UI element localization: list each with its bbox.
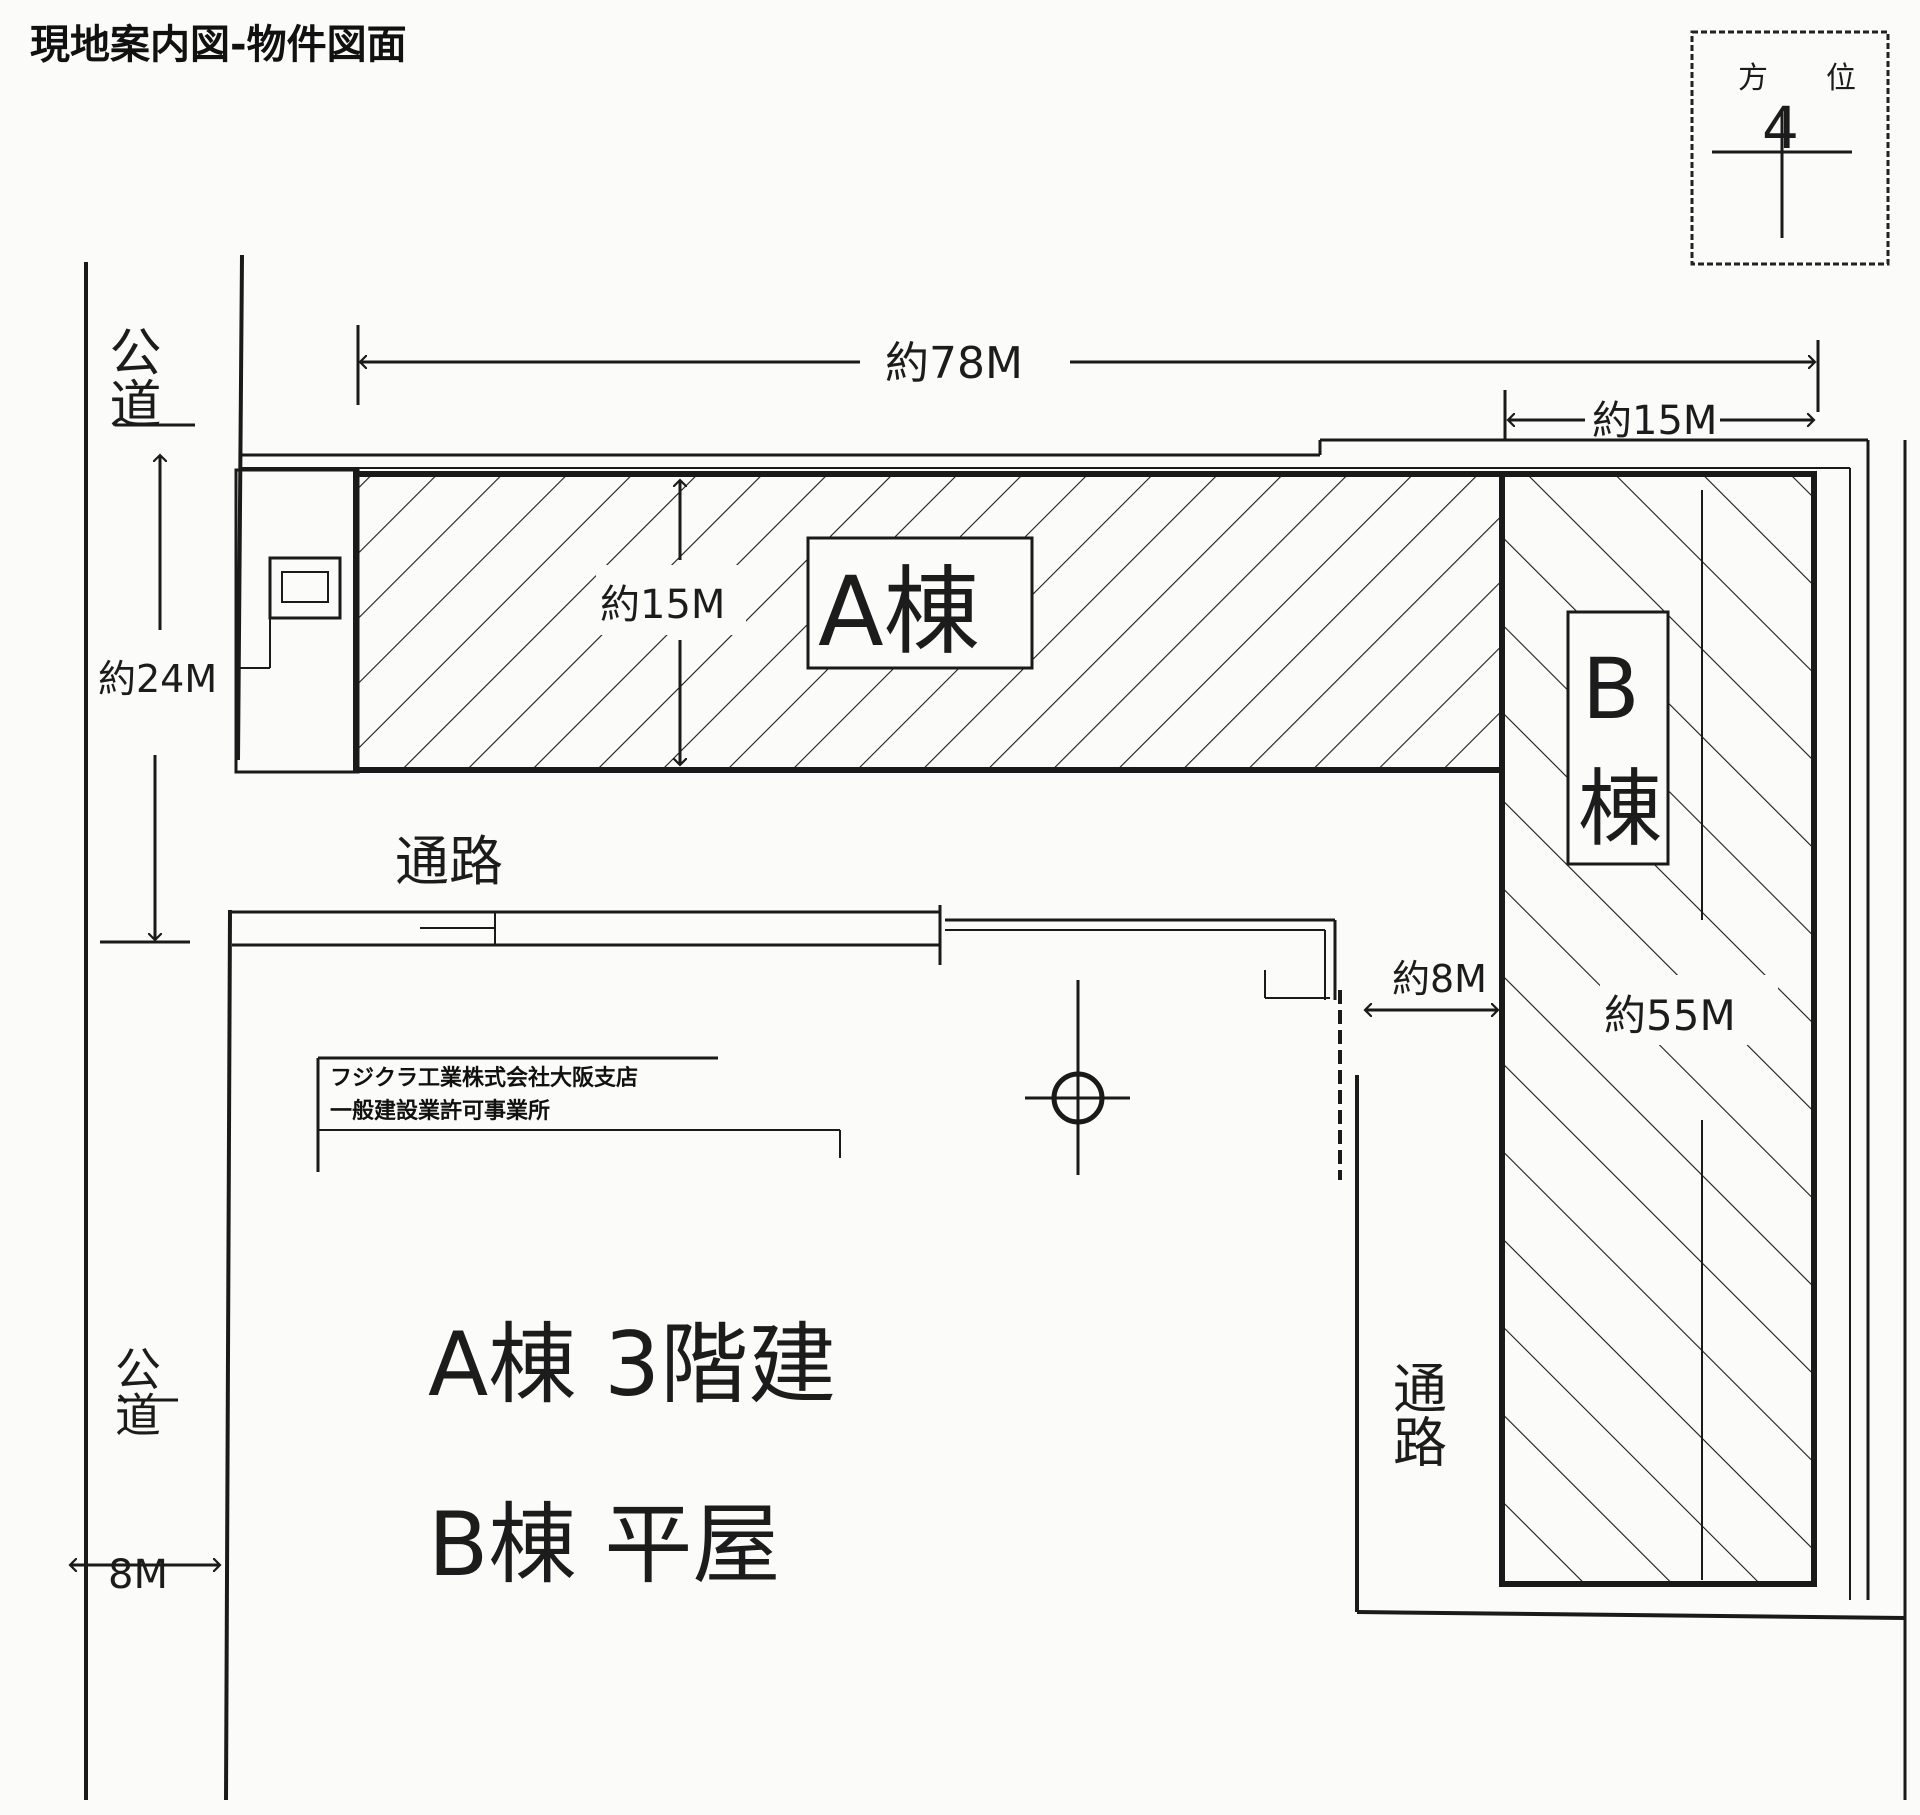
a-depth-label-bg [596, 565, 746, 635]
b-length-label-bg [1600, 975, 1778, 1045]
b-width-label: 約15M [1592, 398, 1717, 444]
west-road-label-bottom: 公道 [108, 1345, 162, 1437]
lower-boundary [232, 905, 1342, 1180]
passage-width-label: 約8M [1392, 957, 1487, 1001]
west-public-road [84, 254, 244, 1801]
passage-label-east: 通路 [1384, 1360, 1447, 1468]
building-a-label: A棟 [818, 556, 980, 668]
building-a [353, 471, 1505, 773]
compass-label-right: 位 [1826, 61, 1856, 96]
building-a-label-box [806, 536, 1034, 670]
building-b-label-bottom: 棟 [1578, 760, 1662, 858]
west-annex [234, 468, 360, 774]
west-road-label-top: 公道 [100, 325, 160, 429]
b-length-label: 約55M [1604, 991, 1736, 1040]
compass: 方 位 4 [1690, 30, 1890, 266]
stamp-line-1: フジクラ工業株式会社大阪支店 [330, 1065, 638, 1091]
stamp-line-2: 一般建設業許可事業所 [330, 1098, 550, 1124]
building-b-label-box [1566, 610, 1670, 866]
legend-line-2: B棟 平屋 [428, 1493, 780, 1596]
page-title: 現地案内図-物件図面 [30, 22, 407, 68]
building-b-label-top: B [1582, 640, 1640, 738]
west-edge-dimension [100, 455, 190, 944]
total-width-dimension [356, 325, 1820, 412]
road-width-label: 8M [108, 1552, 168, 1598]
total-width-label: 約78M [885, 338, 1023, 389]
passage-label-middle: 通路 [395, 830, 503, 893]
west-edge-label: 約24M [98, 657, 217, 701]
a-depth-label: 約15M [600, 582, 725, 628]
building-b [1499, 471, 1817, 1587]
survey-point-symbol [1025, 980, 1130, 1175]
property-outline [240, 438, 1907, 1800]
b-width-dimension [1503, 390, 1814, 440]
legend-line-1: A棟 3階建 [428, 1313, 836, 1416]
company-stamp [316, 1056, 841, 1172]
compass-label-left: 方 [1738, 61, 1768, 96]
